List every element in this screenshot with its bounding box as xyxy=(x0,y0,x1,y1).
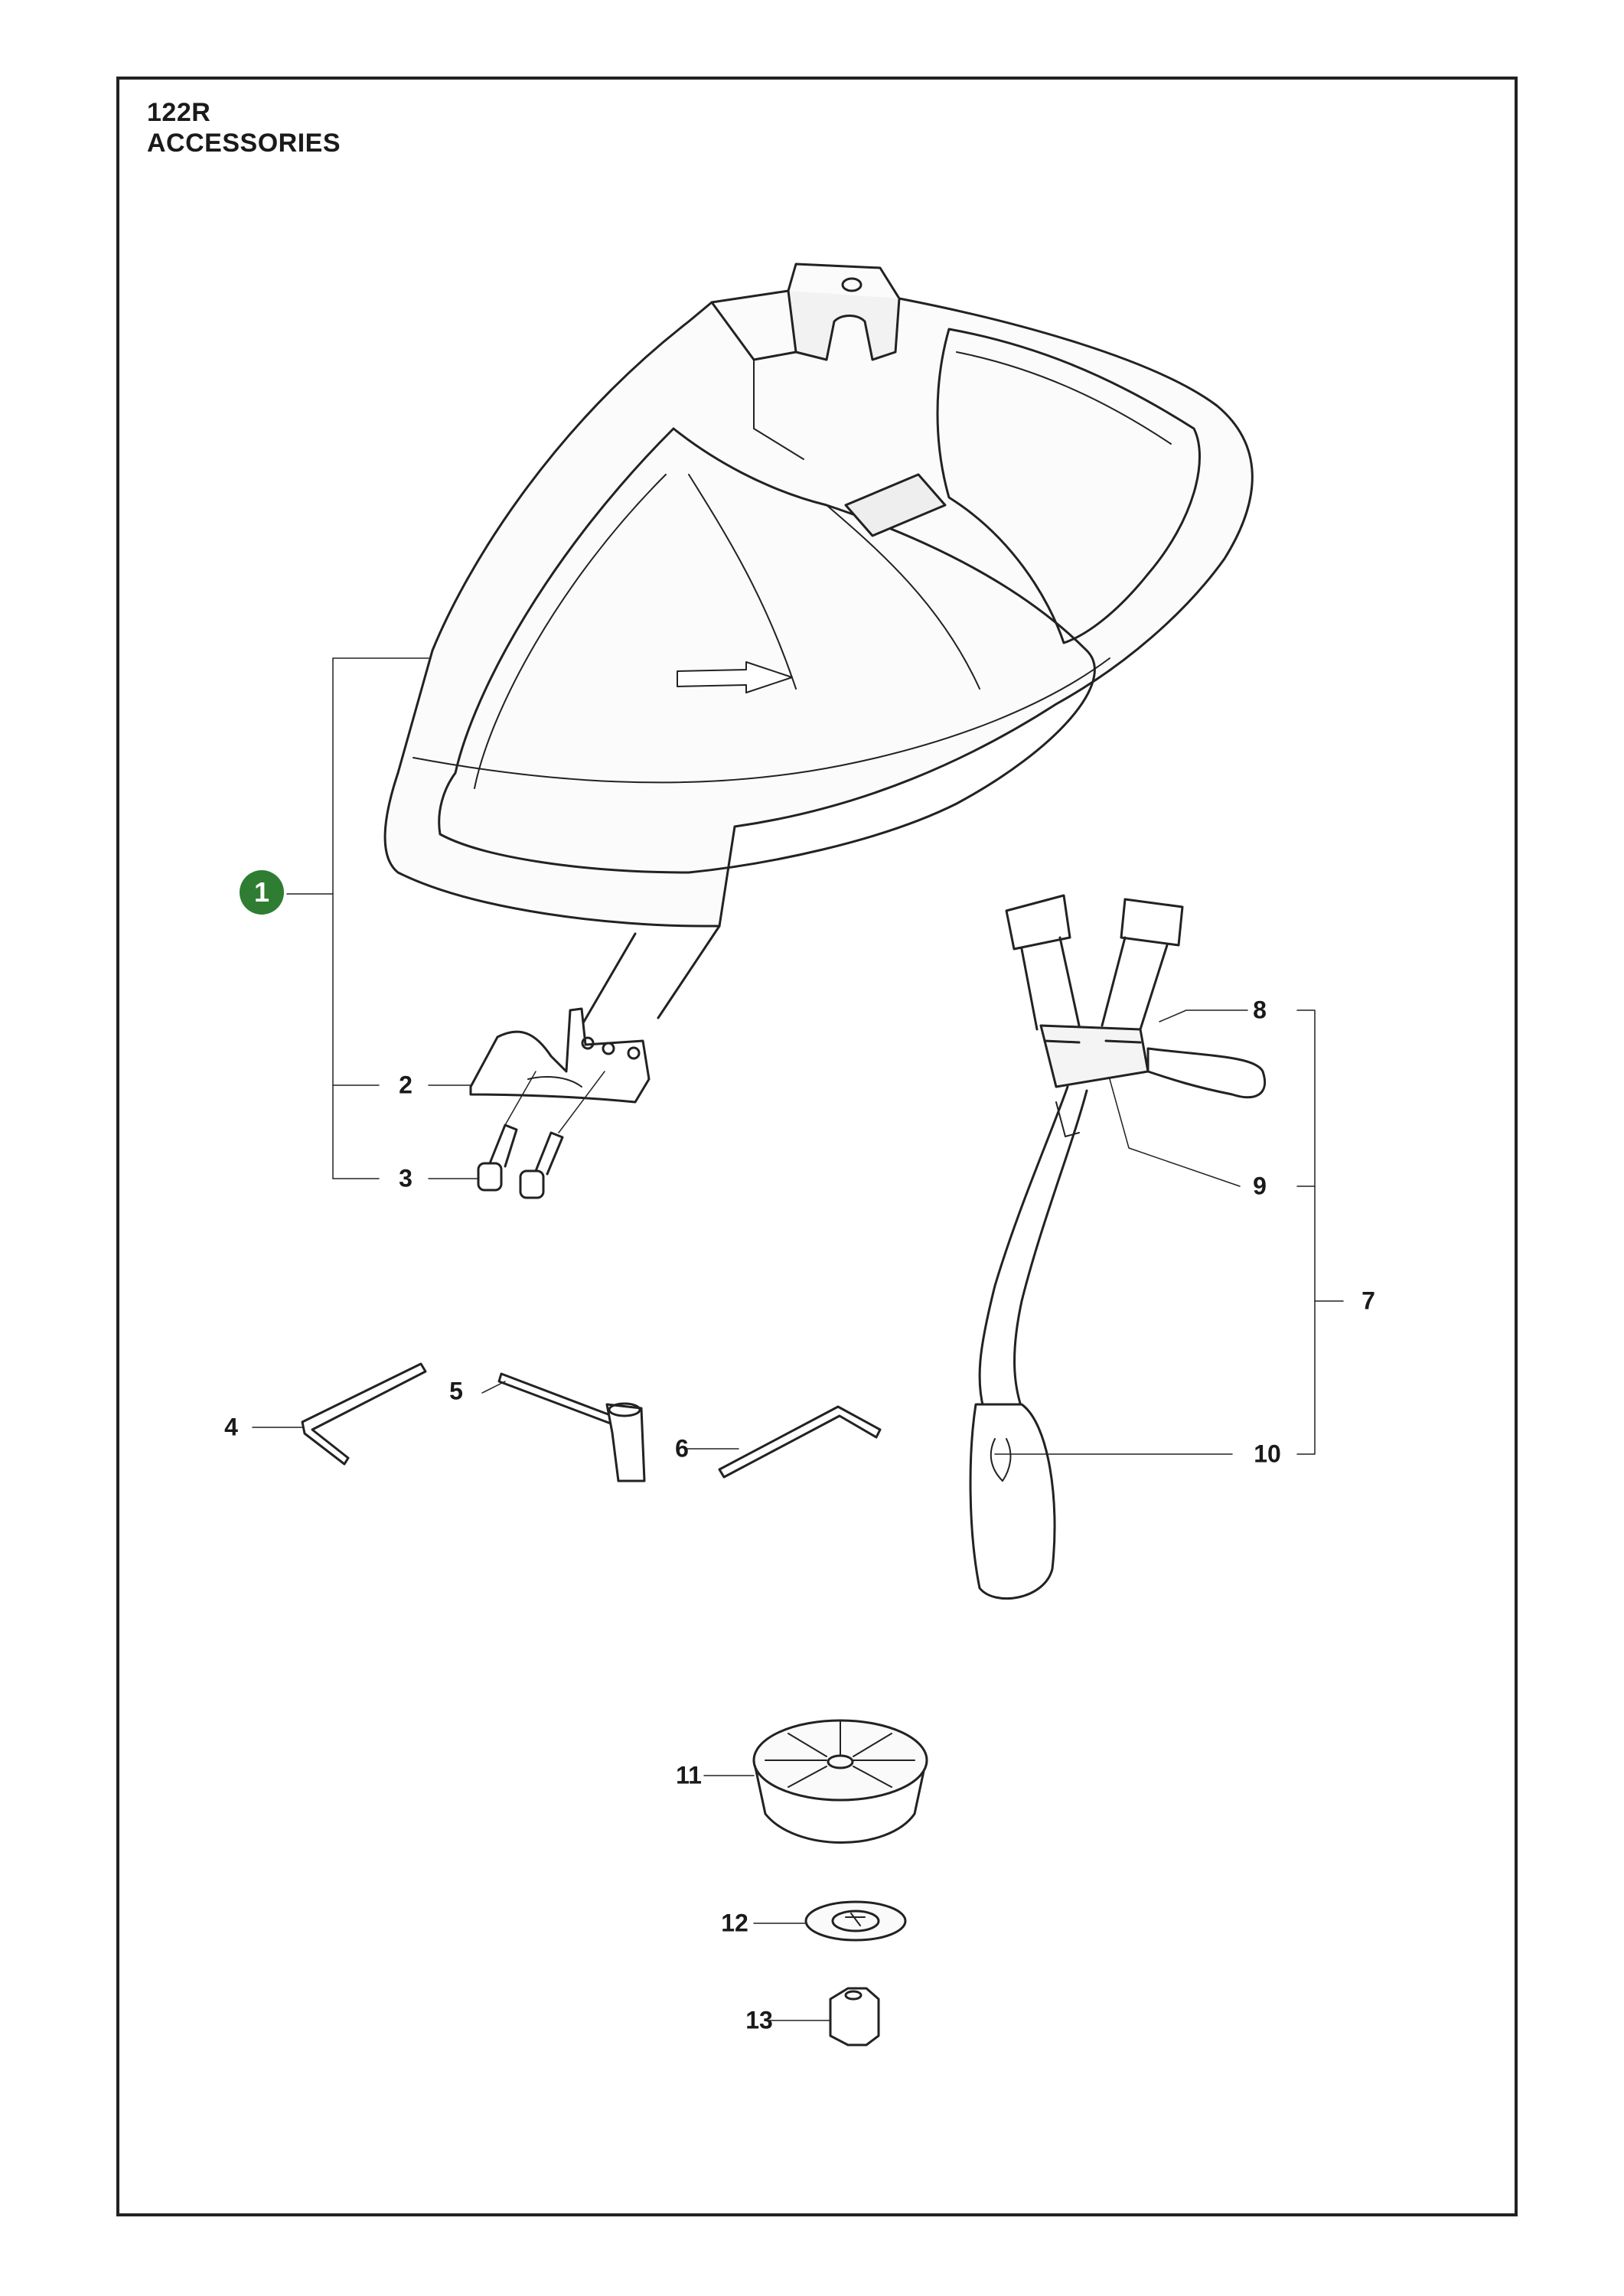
callout-8: 8 xyxy=(1253,996,1267,1024)
harness xyxy=(969,894,1344,1600)
guard-bracket xyxy=(469,1007,651,1104)
hex-key-short xyxy=(252,1362,427,1466)
lock-nut xyxy=(765,1987,880,2047)
callout-13: 13 xyxy=(745,2006,773,2034)
callout-11: 11 xyxy=(676,1761,702,1789)
screws xyxy=(477,1071,605,1199)
callout-5: 5 xyxy=(449,1377,463,1405)
model-title: 122R xyxy=(147,98,211,127)
callout-9: 9 xyxy=(1253,1172,1267,1200)
callout-10: 10 xyxy=(1254,1440,1281,1468)
hex-key-long xyxy=(686,1405,882,1479)
callout-12: 12 xyxy=(721,1909,748,1937)
parts-sheet-border xyxy=(116,77,1518,2216)
callout-1-badge: 1 xyxy=(240,870,284,915)
section-title: ACCESSORIES xyxy=(147,129,341,158)
callout-6: 6 xyxy=(675,1434,689,1463)
callout-2: 2 xyxy=(399,1071,413,1099)
trimmer-guard xyxy=(383,263,1254,1027)
callout-7: 7 xyxy=(1361,1287,1375,1315)
washer xyxy=(753,1900,907,1942)
support-cup xyxy=(703,1719,928,1844)
socket-wrench xyxy=(481,1372,646,1482)
callout-4: 4 xyxy=(224,1413,238,1441)
callout-3: 3 xyxy=(399,1164,413,1192)
